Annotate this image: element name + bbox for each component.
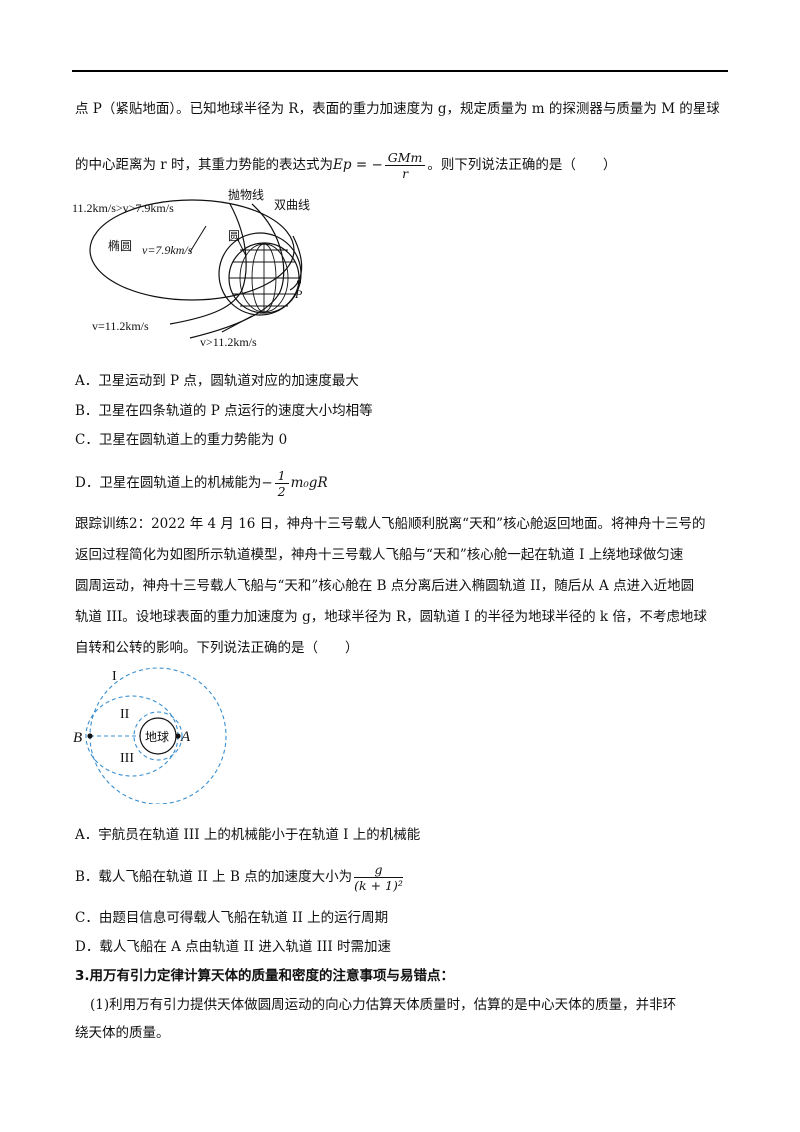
section3-heading: 3.用万有引力定律计算天体的质量和密度的注意事项与易错点： [75, 968, 455, 984]
q1-option-b: B．卫星在四条轨道的 P 点运行的速度大小均相等 [75, 403, 373, 419]
label-P: P [294, 287, 303, 301]
q2-text-line1: 跟踪训练2：2022 年 4 月 16 日，神舟十三号载人飞船顺利脱离“天和”核… [75, 516, 706, 532]
label-v112: v=11.2km/s [92, 319, 149, 333]
label-earth: 地球 [145, 730, 169, 744]
earth-grid [229, 243, 299, 313]
label-A: A [180, 729, 191, 745]
label-B: B [73, 730, 82, 746]
point-P [297, 280, 301, 284]
label-vgt112: v>11.2km/s [200, 335, 257, 348]
optb-fraction: g(k + 1)² [354, 862, 403, 893]
ep-symbol: Ep = − [333, 157, 383, 173]
label-circle: 圆 [228, 229, 240, 243]
q2-option-a: A．宇航员在轨道 III 上的机械能小于在轨道 I 上的机械能 [75, 827, 421, 843]
q1-optd-post: m₀gR [290, 475, 328, 491]
q2-optb-pre: B．载人飞船在轨道 II 上 B 点的加速度大小为 [75, 869, 353, 885]
q2-option-c: C．由题目信息可得载人飞船在轨道 II 上的运行周期 [75, 910, 389, 926]
q1-text-line1: 点 P（紧贴地面）。已知地球半径为 R，表面的重力加速度为 g，规定质量为 m … [75, 101, 720, 117]
q1-option-a: A．卫星运动到 P 点，圆轨道对应的加速度最大 [75, 373, 359, 389]
q1-option-c: C．卫星在圆轨道上的重力势能为 0 [75, 432, 288, 448]
optb-denominator: (k + 1)² [354, 878, 403, 893]
optb-numerator: g [354, 862, 403, 878]
label-orbit-III: III [120, 751, 134, 766]
q1-line2-pre: 的中心距离为 r 时，其重力势能的表达式为 [75, 157, 334, 173]
point-B [87, 733, 93, 739]
q2-text-line2: 返回过程简化为如图所示轨道模型，神舟十三号载人飞船与“天和”核心舱一起在轨道 I… [75, 547, 684, 563]
label-parabola: 抛物线 [228, 187, 264, 202]
optd-denominator: 2 [277, 484, 286, 499]
q2-option-d: D．载人飞船在 A 点由轨道 II 进入轨道 III 时需加速 [75, 939, 391, 955]
circle-pointer [236, 237, 247, 257]
ellipse-orbit [89, 199, 295, 301]
ep-denominator: r [402, 166, 409, 181]
orbit-transfer-figure: B A I II III 地球 [73, 667, 227, 804]
header-rule [72, 70, 728, 72]
q2-text-line5: 自转和公转的影响。下列说法正确的是（ ） [75, 640, 359, 656]
section3-line2: 绕天体的质量。 [75, 1025, 170, 1041]
label-orbit-I: I [112, 669, 117, 684]
section3-line1: (1)利用万有引力提供天体做圆周运动的向心力估算天体质量时，估算的是中心天体的质… [90, 997, 677, 1013]
point-A [175, 733, 181, 739]
label-ellipse: 椭圆 [108, 238, 132, 253]
label-v79: v=7.9km/s [142, 243, 193, 257]
orbit-III [133, 711, 183, 761]
q2-text-line4: 轨道 III。设地球表面的重力加速度为 g，地球半径为 R，圆轨道 I 的半径为… [75, 609, 707, 625]
orbit-figure: 11.2km/s>v>7.9km/s 抛物线 双曲线 椭圆 圆 v=7.9km/… [72, 187, 310, 348]
q1-line2-post: 。则下列说法正确的是（ ） [427, 157, 617, 173]
label-speed-range: 11.2km/s>v>7.9km/s [72, 201, 174, 215]
label-orbit-II: II [120, 707, 130, 722]
ellipse-pointer [189, 225, 207, 253]
q1-optd-pre: D．卫星在圆轨道上的机械能为− [75, 475, 273, 491]
q2-text-line3: 圆周运动，神舟十三号载人飞船与“天和”核心舱在 B 点分离后进入椭圆轨道 II，… [75, 578, 695, 594]
label-hyperbola: 双曲线 [274, 198, 310, 212]
parabola-curve [169, 203, 247, 325]
right-arc [289, 235, 303, 291]
ep-numerator: GMm [384, 150, 426, 166]
vgt-pointer [221, 315, 253, 333]
hyperbola-curve [189, 203, 285, 339]
optd-numerator: 1 [274, 468, 289, 484]
